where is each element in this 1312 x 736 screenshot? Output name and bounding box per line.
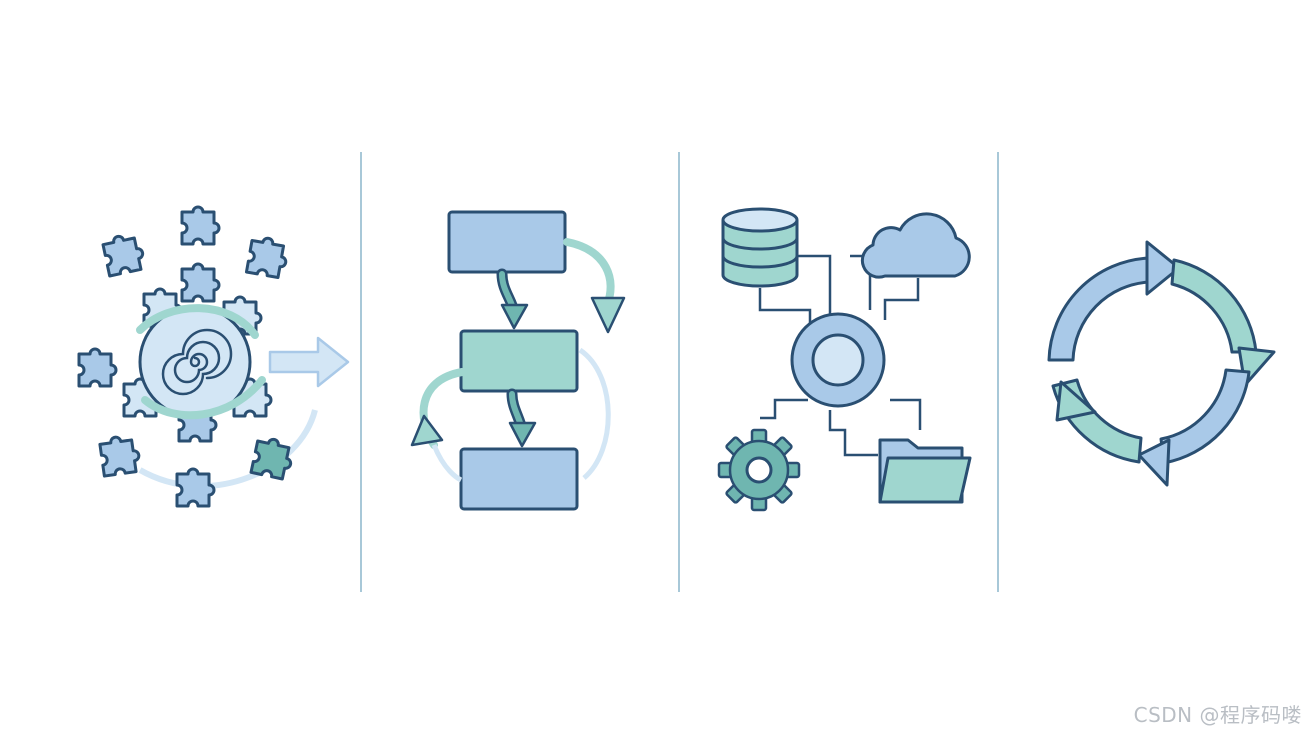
loop-line [578, 347, 611, 480]
swirl-ring [138, 409, 318, 489]
puzzle-piece-icon [180, 262, 221, 303]
process-box-icon [459, 329, 579, 393]
process-box-icon [459, 447, 579, 511]
puzzle-piece-icon [77, 347, 118, 388]
cycle-panel [1047, 240, 1276, 487]
folder-icon [878, 438, 972, 504]
divider-2 [678, 152, 680, 592]
curved-arrow-icon [563, 238, 615, 309]
puzzle-piece-icon [180, 205, 221, 246]
spiral-icon [161, 328, 233, 396]
database-icon [721, 207, 799, 288]
puzzle-panel [77, 205, 350, 508]
divider-1 [360, 152, 362, 592]
puzzle-piece-icon [100, 230, 148, 278]
puzzle-piece-icon [244, 234, 291, 280]
gear-icon [717, 428, 801, 512]
cloud-icon [860, 212, 971, 279]
cycle-arrows-icon [1047, 240, 1276, 487]
network-panel [717, 207, 972, 512]
puzzle-piece-icon [175, 467, 216, 508]
flowchart-panel [410, 210, 626, 511]
arrow-right-icon [268, 336, 350, 388]
swoosh-band [141, 376, 266, 420]
divider-3 [997, 152, 999, 592]
swoosh-band [136, 304, 259, 339]
process-box-icon [447, 210, 567, 274]
puzzle-piece-icon [97, 432, 143, 478]
watermark: CSDN @程序码喽 [1133, 703, 1302, 727]
puzzle-piece-icon [249, 434, 297, 482]
